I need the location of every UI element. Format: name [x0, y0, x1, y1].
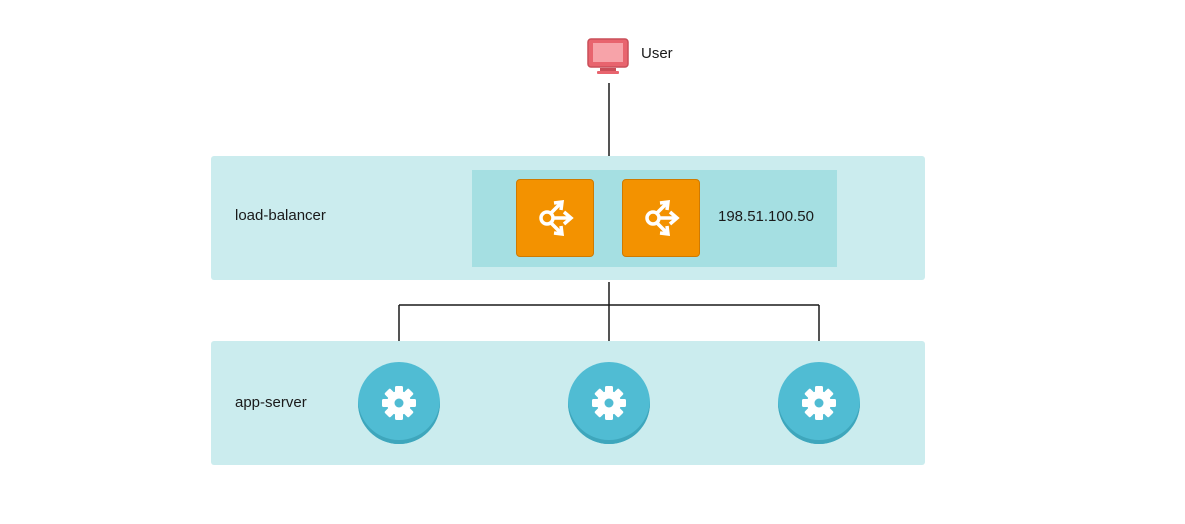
app-server-node[interactable] — [568, 362, 650, 444]
load-balancer-tier-label: load-balancer — [235, 207, 326, 224]
load-balancer-icon — [539, 199, 574, 237]
load-balancer-node[interactable] — [516, 179, 594, 257]
user-label: User — [641, 45, 673, 62]
load-balancer-node[interactable] — [622, 179, 700, 257]
gear-icon — [592, 386, 626, 420]
load-balancer-ip: 198.51.100.50 — [718, 208, 814, 225]
monitor-icon — [586, 37, 630, 77]
app-server-node[interactable] — [358, 362, 440, 444]
app-server-tier-label: app-server — [235, 394, 307, 411]
app-server-node[interactable] — [778, 362, 860, 444]
load-balancer-icon — [645, 199, 680, 237]
gear-icon — [802, 386, 836, 420]
gear-icon — [382, 386, 416, 420]
